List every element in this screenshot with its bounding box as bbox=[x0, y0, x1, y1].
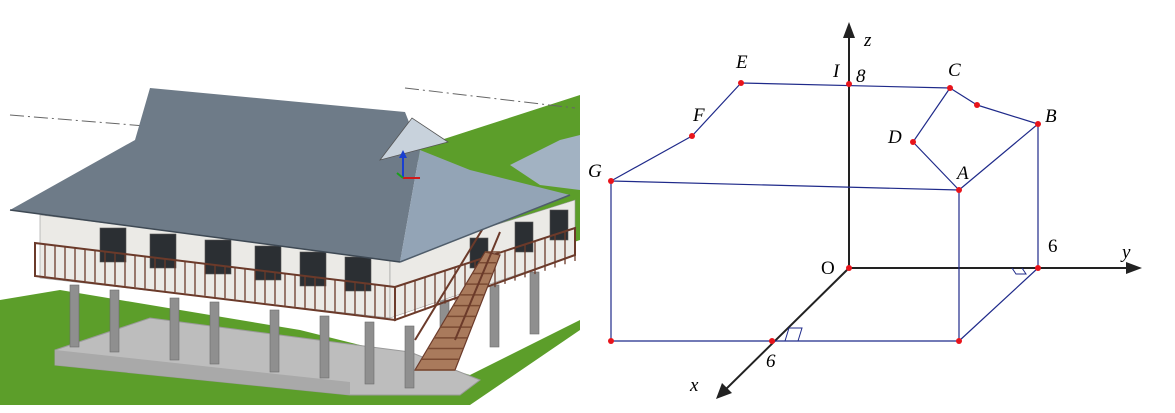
edge-bottom-right-diagonal bbox=[958, 267, 1039, 342]
vertex-roof-mid bbox=[974, 102, 980, 108]
right-angle-mark-y bbox=[1011, 267, 1027, 275]
z-axis-arrowhead bbox=[843, 22, 855, 38]
labels: z y x O 8 6 6 I E F G C B D A bbox=[588, 30, 1131, 396]
vertex-B bbox=[1035, 121, 1041, 127]
pillar bbox=[319, 315, 330, 379]
vertex-G bbox=[608, 178, 614, 184]
label-F: F bbox=[692, 105, 705, 126]
coordinate-diagram: z y x O 8 6 6 I E F G C B D A bbox=[588, 22, 1142, 399]
x-axis bbox=[721, 267, 850, 394]
edge-F-G bbox=[610, 135, 693, 182]
edge-C-E bbox=[740, 82, 951, 89]
stair-handrail bbox=[454, 231, 501, 341]
vertices bbox=[608, 80, 1041, 344]
axes bbox=[716, 22, 1142, 399]
roof-front bbox=[10, 88, 420, 262]
solid-frame bbox=[610, 82, 1039, 342]
right-angle-mark-x bbox=[784, 327, 803, 342]
label-G: G bbox=[588, 161, 602, 182]
label-E: E bbox=[735, 52, 748, 73]
edge-A-B bbox=[958, 123, 1039, 191]
pillar bbox=[269, 309, 280, 373]
label-C: C bbox=[948, 60, 961, 81]
vertex-C bbox=[947, 85, 953, 91]
pillar bbox=[364, 321, 375, 385]
label-x: x bbox=[689, 375, 699, 396]
vertex-D bbox=[910, 139, 916, 145]
vertex-F bbox=[689, 133, 695, 139]
windows bbox=[99, 209, 569, 292]
label-y: y bbox=[1120, 242, 1131, 263]
vertex-bottom-right bbox=[956, 338, 962, 344]
pillar bbox=[404, 325, 415, 389]
pillar bbox=[489, 284, 500, 348]
label-z-tick: 8 bbox=[856, 66, 866, 87]
vertex-A bbox=[956, 187, 962, 193]
window bbox=[514, 221, 534, 253]
vertex-y6 bbox=[1035, 265, 1041, 271]
vertex-bottom-left bbox=[608, 338, 614, 344]
roof-side bbox=[400, 150, 570, 262]
window bbox=[204, 239, 232, 275]
roof-gable bbox=[378, 117, 449, 161]
window bbox=[299, 251, 327, 287]
stair-handrail bbox=[414, 224, 486, 341]
reference-line-right bbox=[404, 87, 576, 109]
x-axis-arrowhead bbox=[716, 383, 732, 399]
vertex-E bbox=[738, 80, 744, 86]
window bbox=[99, 227, 127, 263]
edge-B-roofmid bbox=[976, 104, 1039, 125]
edge-E-F bbox=[691, 82, 742, 137]
label-A: A bbox=[955, 163, 969, 184]
label-D: D bbox=[887, 127, 902, 148]
axis-gizmo bbox=[396, 150, 420, 179]
y-axis-arrowhead bbox=[1126, 262, 1142, 274]
roof-eave bbox=[9, 209, 401, 263]
window bbox=[149, 233, 177, 269]
pillar bbox=[69, 284, 80, 348]
pillar bbox=[169, 297, 180, 361]
house-illustration bbox=[0, 87, 580, 405]
label-y-tick: 6 bbox=[1048, 236, 1058, 257]
label-x-tick: 6 bbox=[766, 351, 776, 372]
window bbox=[254, 245, 282, 281]
pillar bbox=[109, 289, 120, 353]
edge-roofmid-C bbox=[949, 87, 978, 106]
vertex-O bbox=[846, 265, 852, 271]
label-I: I bbox=[832, 61, 841, 82]
right-angle-marks bbox=[784, 267, 1027, 342]
veranda-railing bbox=[34, 226, 576, 322]
staircase bbox=[413, 224, 501, 371]
label-O: O bbox=[821, 258, 835, 279]
edge-C-D bbox=[912, 87, 951, 143]
vertex-x6 bbox=[769, 338, 775, 344]
label-z: z bbox=[863, 30, 872, 51]
floor-slab-edge bbox=[55, 350, 350, 395]
label-B: B bbox=[1045, 106, 1057, 127]
edge-G-A bbox=[610, 180, 960, 191]
roof-eave-side bbox=[399, 194, 571, 263]
pillar bbox=[529, 271, 540, 335]
pillar bbox=[209, 301, 220, 365]
edge-D-A bbox=[912, 141, 960, 191]
vertex-I bbox=[846, 81, 852, 87]
roof-back-wing bbox=[510, 135, 580, 190]
window bbox=[344, 256, 372, 292]
